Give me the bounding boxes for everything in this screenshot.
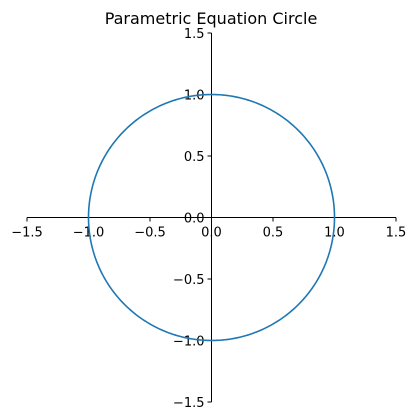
y-tick-label: −1.0 — [173, 335, 205, 350]
x-tick-label: 1.5 — [386, 226, 407, 241]
x-tick-label: −1.5 — [11, 226, 43, 241]
axes: −1.5 −1.0 −0.5 0.0 0.5 1.0 1.5 −1.5 −1.0 −0.5 0.0 0… — [11, 27, 406, 411]
x-tick-label: −1.0 — [73, 226, 105, 241]
x-tick-label: 1.0 — [324, 226, 345, 241]
y-tick-label: 0.0 — [184, 212, 205, 227]
x-tick-label: −0.5 — [134, 226, 166, 241]
y-tick-label: −1.5 — [173, 396, 205, 411]
series-line-circle — [87, 93, 336, 342]
y-tick-label: 1.5 — [184, 27, 205, 42]
x-tick-label: 0.5 — [263, 226, 284, 241]
chart-title: Parametric Equation Circle — [105, 9, 318, 28]
x-tick-label: 0.0 — [201, 226, 222, 241]
y-tick-label: 0.5 — [184, 150, 205, 165]
y-tick-label: −0.5 — [173, 273, 205, 288]
plot-area — [87, 93, 336, 342]
